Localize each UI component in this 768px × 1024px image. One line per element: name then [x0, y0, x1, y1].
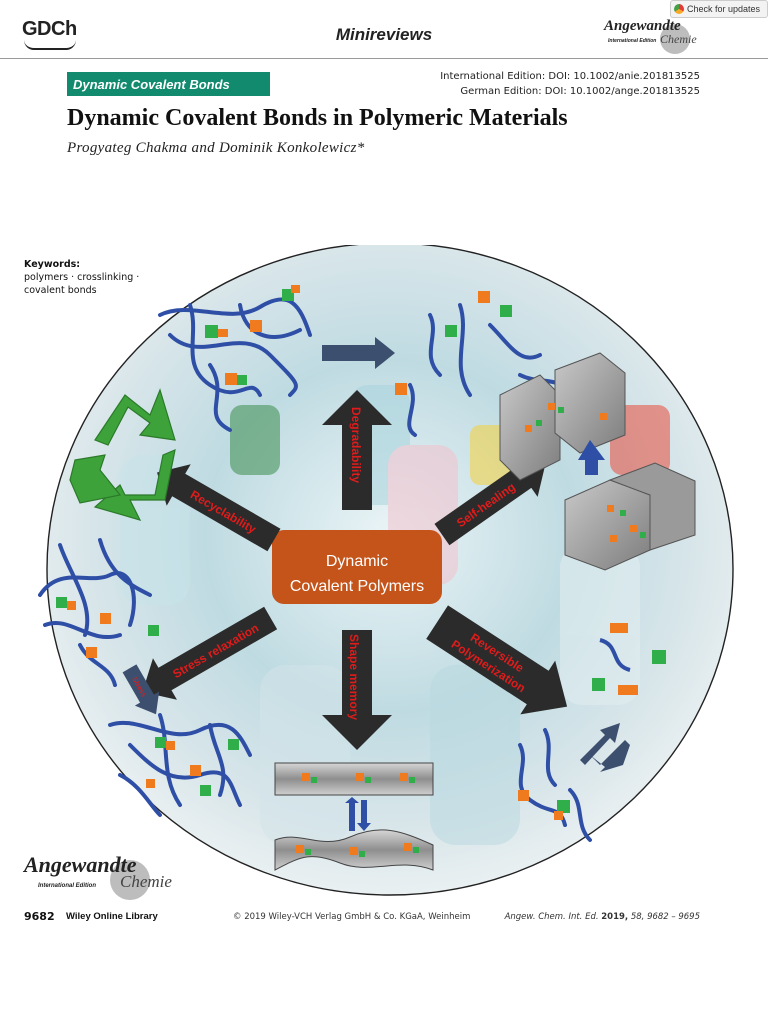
self-healing-cubes: [499, 352, 696, 571]
section-title: Minireviews: [335, 25, 433, 44]
monomers-right: [592, 623, 666, 695]
stress-arrow: Stress: [122, 664, 160, 715]
page-number: 9682: [24, 910, 55, 923]
shape-memory-arrow: Shape memory: [322, 630, 392, 750]
degradability-label: Degradability: [349, 407, 363, 483]
keywords-block: Keywords: polymers · crosslinking · cova…: [24, 258, 139, 297]
keywords-line-2: covalent bonds: [24, 285, 97, 296]
category-tag: Dynamic Covalent Bonds: [67, 72, 270, 96]
wiley-online-library-link[interactable]: Wiley Online Library: [66, 911, 158, 922]
angewandte-logo-bottom: Angewandte International Edition Chemie: [24, 852, 184, 900]
header-rule: [0, 58, 768, 59]
center-label-1: Dynamic: [326, 553, 388, 570]
degrade-arrow-small: [322, 337, 395, 369]
article-authors: Progyateg Chakma and Dominik Konkolewicz…: [67, 140, 365, 156]
doi-international[interactable]: International Edition: DOI: 10.1002/anie…: [440, 71, 700, 82]
copyright: © 2019 Wiley-VCH Verlag GmbH & Co. KGaA,…: [233, 912, 471, 922]
recycle-icon: [69, 388, 176, 521]
crossmark-icon: [674, 4, 684, 14]
center-label-2: Covalent Polymers: [290, 578, 424, 595]
citation: Angew. Chem. Int. Ed. 2019, 58, 9682 – 9…: [504, 912, 700, 922]
equilibrium-arrows: [580, 723, 630, 772]
angewandte-logo-top: Angewandte International Edition Chemie: [604, 18, 714, 54]
doi-block: International Edition: DOI: 10.1002/anie…: [440, 69, 700, 99]
degradability-arrow: Degradability: [322, 390, 392, 510]
keywords-line-1: polymers · crosslinking ·: [24, 272, 140, 283]
center-box: [272, 530, 442, 604]
network-top-left: [158, 297, 312, 432]
network-left: [38, 538, 152, 687]
shape-memory-label: Shape memory: [347, 634, 361, 720]
article-title: Dynamic Covalent Bonds in Polymeric Mate…: [67, 105, 568, 131]
doi-german[interactable]: German Edition: DOI: 10.1002/ange.201813…: [460, 86, 700, 97]
toc-graphic: Dynamic Covalent Polymers Degradability …: [38, 245, 734, 896]
gdch-logo: GDCh: [22, 18, 77, 50]
keywords-heading: Keywords:: [24, 259, 81, 270]
check-for-updates-button[interactable]: Check for updates: [670, 0, 768, 18]
